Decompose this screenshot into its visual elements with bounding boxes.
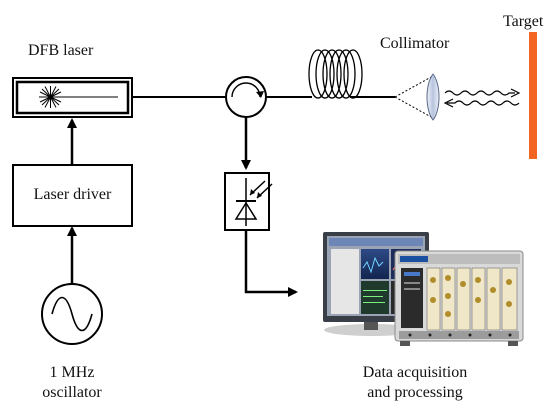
oscillator-label-line1: 1 MHz bbox=[49, 364, 95, 381]
oscillator-label-line2: oscillator bbox=[42, 384, 102, 401]
circulator-icon bbox=[225, 76, 267, 118]
target-block bbox=[529, 32, 537, 159]
line-photodiode-to-daq bbox=[244, 230, 298, 297]
oscillator-block bbox=[41, 283, 103, 345]
laser-star-icon bbox=[39, 86, 118, 108]
dfb-laser-block bbox=[12, 77, 133, 118]
collimator-cone bbox=[394, 75, 434, 119]
laser-driver-block bbox=[12, 164, 133, 227]
collimator-lens-icon bbox=[426, 73, 440, 121]
sine-wave-icon bbox=[51, 296, 93, 332]
target-label: Target bbox=[503, 13, 544, 30]
dfb-laser-label: DFB laser bbox=[28, 42, 94, 59]
collimator-label: Collimator bbox=[380, 35, 450, 52]
laser-driver-label: Laser driver bbox=[33, 186, 112, 203]
daq-label-line2: and processing bbox=[367, 384, 463, 401]
daq-label-line1: Data acquisition bbox=[362, 364, 468, 381]
fiber-coil-icon bbox=[308, 49, 363, 99]
computer-daq-icon bbox=[323, 232, 524, 346]
photodiode-icon bbox=[224, 172, 273, 231]
wavy-beam-icon bbox=[443, 88, 521, 108]
